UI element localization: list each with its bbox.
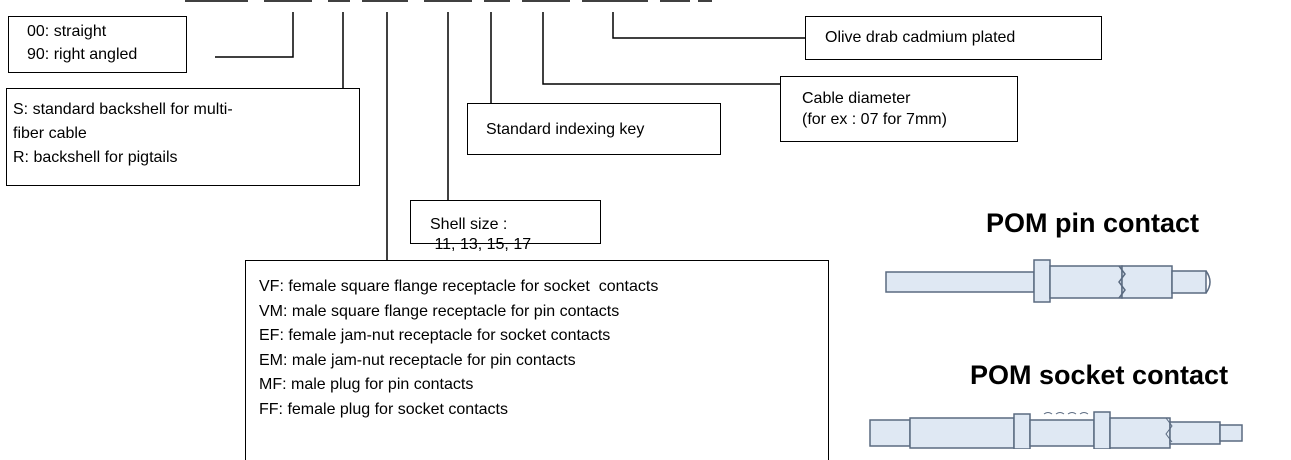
housing-type-line: VF: female square flange receptacle for …: [259, 278, 659, 295]
leader-lines: [185, 0, 805, 260]
housing-type-line: EF: female jam-nut receptacle for socket…: [259, 327, 611, 344]
orientation-leader: [215, 12, 294, 58]
housing-type-line: EM: male jam-nut receptacle for pin cont…: [259, 351, 576, 369]
pin-contact-drawing: [885, 259, 1211, 303]
orientation-line: 90: right angled: [27, 46, 138, 63]
cable-diameter-leader: [542, 12, 780, 85]
plating-box: Olive drab cadmium plated: [805, 16, 1102, 60]
shell-size-line: Shell size :: [430, 216, 508, 233]
indexing-key-label: Standard indexing key: [486, 121, 645, 138]
cable-diameter-box: Cable diameter (for ex : 07 for 7mm): [780, 76, 1018, 142]
backshell-line: R: backshell for pigtails: [13, 149, 178, 166]
housing-type-line: VM: male square flange receptacle for pi…: [259, 302, 620, 320]
backshell-line: S: standard backshell for multi-: [13, 101, 233, 118]
shell-size-line: 11, 13, 15, 17: [430, 236, 532, 253]
indexing-key-box: Standard indexing key: [467, 103, 721, 155]
housing-type-box: VF: female square flange receptacle for …: [245, 260, 829, 460]
orientation-line: 00: straight: [27, 23, 107, 40]
plating-leader: [612, 12, 805, 39]
backshell-line: fiber cable: [13, 125, 87, 142]
orientation-box: 00: straight 90: right angled: [8, 16, 187, 73]
housing-type-line: MF: male plug for pin contacts: [259, 376, 474, 393]
cable-diameter-line: (for ex : 07 for 7mm): [802, 111, 947, 128]
cable-diameter-line: Cable diameter: [802, 90, 911, 107]
plating-label: Olive drab cadmium plated: [825, 29, 1016, 46]
pin-contact-title: POM pin contact: [986, 208, 1200, 238]
socket-contact-drawing: [869, 411, 1243, 449]
backshell-box: S: standard backshell for multi- fiber c…: [6, 88, 360, 186]
shell-size-box: Shell size : 11, 13, 15, 17: [410, 200, 601, 253]
housing-type-line: FF: female plug for socket contacts: [259, 400, 508, 418]
socket-contact-title: POM socket contact: [970, 360, 1229, 390]
